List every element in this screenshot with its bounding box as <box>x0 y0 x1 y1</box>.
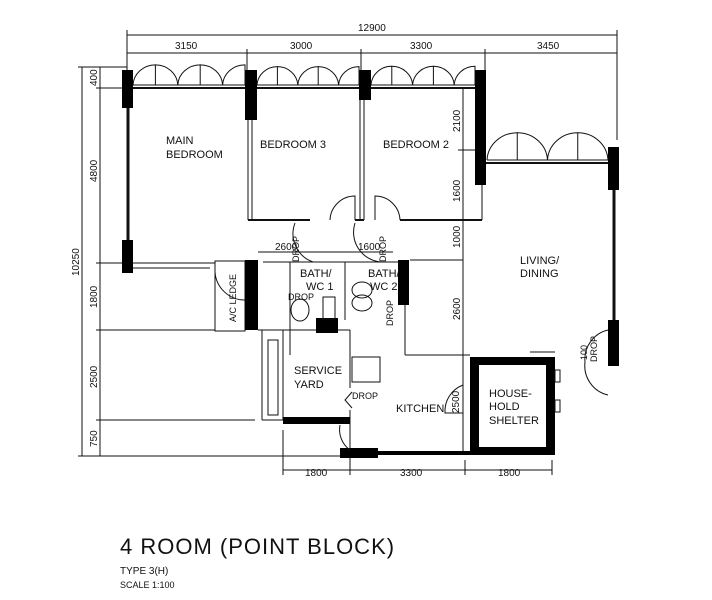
doors <box>214 195 609 451</box>
window-casement <box>453 65 476 86</box>
dim-inner-right: 1600 <box>452 179 463 202</box>
dim-left: 750 <box>89 430 100 447</box>
dim-top: 3000 <box>290 41 313 52</box>
wall-pillars <box>122 70 619 458</box>
dim-bath: 2600 <box>275 242 298 253</box>
dim-top: 3300 <box>410 41 433 52</box>
plan-title: 4 ROOM (POINT BLOCK) <box>120 534 396 559</box>
dim-bottom: 3300 <box>400 468 423 479</box>
room-label-yard: YARD <box>294 379 324 391</box>
windows <box>132 64 609 161</box>
plan-type: TYPE 3(H) <box>120 566 169 577</box>
window-casement <box>338 66 360 86</box>
window-casement <box>517 132 548 161</box>
dim-left: 2500 <box>89 365 100 388</box>
drop-label: DROP <box>288 292 314 302</box>
room-label-kitchen: KITCHEN <box>396 403 444 415</box>
room-label-main-bedroom: MAIN <box>166 135 194 147</box>
window-casement <box>297 66 319 86</box>
room-label-service: SERVICE <box>294 365 342 377</box>
window-casement <box>370 65 393 86</box>
room-label-household: HOUSE- <box>489 388 532 400</box>
drop-label: DROP <box>291 236 301 262</box>
drop-label: DROP <box>378 236 388 262</box>
drop-label: DROP <box>385 300 395 326</box>
dim-inner-right: 2100 <box>452 109 463 132</box>
window-casement <box>256 66 278 86</box>
room-label-bedroom-3: BEDROOM 3 <box>260 139 326 151</box>
window-casement <box>155 64 179 86</box>
dimension-lines <box>78 30 618 475</box>
room-label-wc-2: WC 2 <box>370 281 398 293</box>
room-label-ac-ledge: A/C LEDGE <box>228 274 238 322</box>
dim-left: 4800 <box>89 159 100 182</box>
window-casement <box>412 65 434 86</box>
window-casement <box>200 64 224 86</box>
dim-overall-depth: 10250 <box>71 248 82 276</box>
window-casement <box>222 64 246 86</box>
dim-overall-width: 12900 <box>358 23 386 34</box>
dim-top: 3450 <box>537 41 560 52</box>
window-casement <box>577 132 609 161</box>
dim-bottom: 1800 <box>305 468 328 479</box>
dim-bath: 1600 <box>358 242 381 253</box>
dim-left: 400 <box>89 69 100 86</box>
dim-bottom: 1800 <box>498 468 521 479</box>
room-label-bath-2: BATH/ <box>368 268 401 280</box>
dim-left: 1800 <box>89 285 100 308</box>
room-label-living: LIVING/ <box>520 255 560 267</box>
window-casement <box>277 66 299 86</box>
drop-label: DROP <box>352 391 378 401</box>
window-casement <box>486 132 518 161</box>
window-casement <box>433 65 455 86</box>
dim-living-door: 100 <box>579 345 589 360</box>
room-label-dining: DINING <box>520 268 559 280</box>
drop-label: DROP <box>589 336 599 362</box>
plan-scale: SCALE 1:100 <box>120 580 175 590</box>
room-label-hold: HOLD <box>489 401 520 413</box>
window-casement <box>177 64 201 86</box>
dim-inner-right: 2600 <box>452 297 463 320</box>
room-label-shelter: SHELTER <box>489 415 539 427</box>
window-casement <box>391 65 414 86</box>
room-label-main-bedroom-2: BEDROOM <box>166 149 223 161</box>
dim-top: 3150 <box>175 41 198 52</box>
room-label-wc-1: WC 1 <box>306 281 334 293</box>
walls <box>126 87 616 455</box>
fixtures <box>290 281 561 413</box>
window-casement <box>547 132 579 161</box>
dim-kitchen-door: 2500 <box>451 390 462 413</box>
dim-inner-right: 1000 <box>452 225 463 248</box>
room-label-bath-1: BATH/ <box>300 268 333 280</box>
window-casement <box>132 64 156 86</box>
room-label-bedroom-2: BEDROOM 2 <box>383 139 449 151</box>
window-casement <box>318 66 340 86</box>
